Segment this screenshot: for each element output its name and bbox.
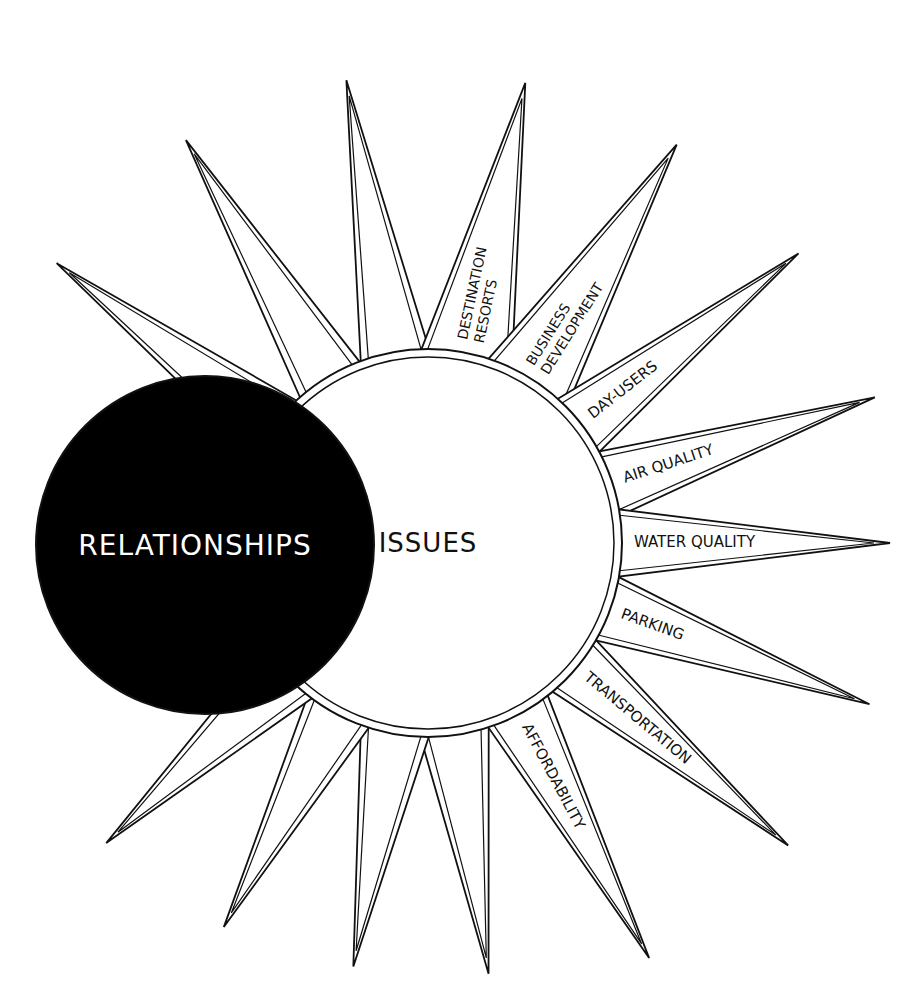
sun-spike <box>417 716 488 974</box>
sun-spike-inner <box>425 717 486 958</box>
sun-spike <box>346 80 432 372</box>
sun-spike-inner <box>349 96 424 371</box>
ray-label: WATER QUALITY <box>634 534 755 551</box>
sun-ray: WATER QUALITY <box>608 508 890 578</box>
relationships-circle: RELATIONSHIPS <box>35 375 375 715</box>
sun-spike <box>353 714 432 966</box>
circle-label: RELATIONSHIPS <box>78 529 311 562</box>
sun-spike-inner <box>356 715 424 950</box>
circle-label: ISSUES <box>379 528 478 558</box>
